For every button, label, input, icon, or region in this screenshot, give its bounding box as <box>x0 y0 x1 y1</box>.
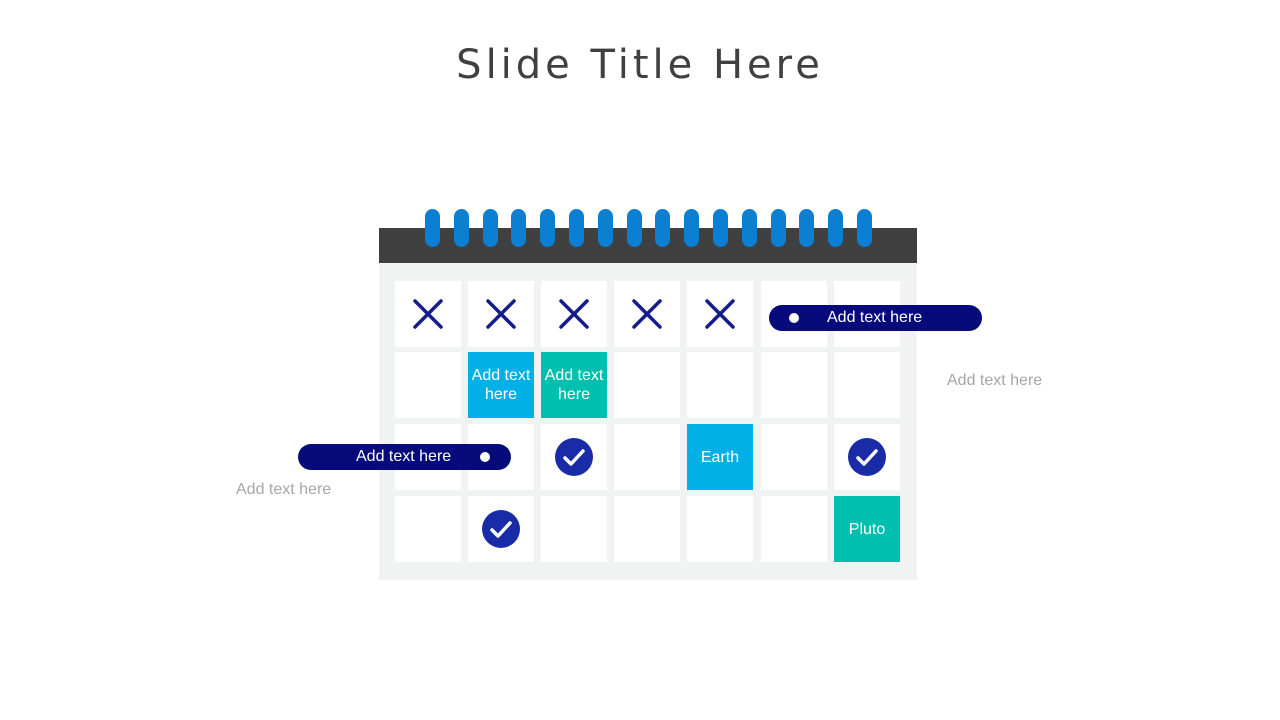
calendar-cell <box>468 496 534 562</box>
calendar-cell <box>395 352 461 418</box>
calendar-cell <box>834 352 900 418</box>
binder-ring <box>828 209 844 247</box>
calendar-cell <box>687 281 753 347</box>
calendar-cell <box>834 424 900 490</box>
binder-ring <box>569 209 584 247</box>
cross-icon <box>705 299 735 329</box>
check-badge <box>482 510 520 548</box>
calendar-cell <box>541 281 607 347</box>
calendar-cell <box>614 352 680 418</box>
calendar-cell <box>541 424 607 490</box>
check-badge <box>555 438 593 476</box>
calendar-cell <box>614 424 680 490</box>
binder-ring <box>626 209 642 247</box>
check-icon <box>490 521 512 538</box>
calendar-cell <box>761 496 827 562</box>
callout-pill-label: Add text here <box>356 448 452 465</box>
calendar-cell <box>395 496 461 562</box>
callout-dot-icon <box>480 452 490 462</box>
calendar-cell-label: Add text here <box>541 352 607 418</box>
callout-note-left: Add text here <box>236 481 332 498</box>
binder-ring <box>857 209 872 247</box>
binder-ring <box>684 209 700 247</box>
binder-ring <box>741 209 757 247</box>
cross-icon <box>632 299 662 329</box>
calendar-cell <box>614 281 680 347</box>
calendar-cell <box>761 352 827 418</box>
calendar-cell <box>687 352 753 418</box>
callout-pill-right: Add text here <box>769 305 982 331</box>
calendar-cell <box>687 496 753 562</box>
binder-ring <box>511 209 527 247</box>
check-badge <box>848 438 886 476</box>
check-icon <box>856 449 878 466</box>
cross-icon <box>413 299 443 329</box>
calendar-cell-label: Add text here <box>468 352 534 418</box>
callout-dot-icon <box>789 313 799 323</box>
callout-pill-left: Add text here <box>298 444 511 470</box>
binder-ring <box>597 209 613 247</box>
binder-ring <box>799 209 815 247</box>
calendar-cell <box>395 281 461 347</box>
binder-ring <box>482 209 498 247</box>
binder-ring <box>713 209 728 247</box>
cross-icon <box>559 299 589 329</box>
calendar-cell <box>541 496 607 562</box>
check-icon <box>563 449 585 466</box>
binder-ring <box>425 209 440 247</box>
binder-ring <box>540 209 556 247</box>
binder-ring <box>770 209 786 247</box>
cross-icon <box>486 299 516 329</box>
binder-ring <box>453 209 469 247</box>
callout-pill-label: Add text here <box>827 309 923 326</box>
calendar-cell-label: Earth <box>687 424 753 490</box>
calendar-cell-label: Pluto <box>834 496 900 562</box>
calendar-cell <box>468 281 534 347</box>
calendar-cell <box>614 496 680 562</box>
binder-ring <box>655 209 671 247</box>
calendar-cell <box>761 424 827 490</box>
slide-title: Slide Title Here <box>456 42 824 88</box>
callout-note-right: Add text here <box>947 372 1043 389</box>
